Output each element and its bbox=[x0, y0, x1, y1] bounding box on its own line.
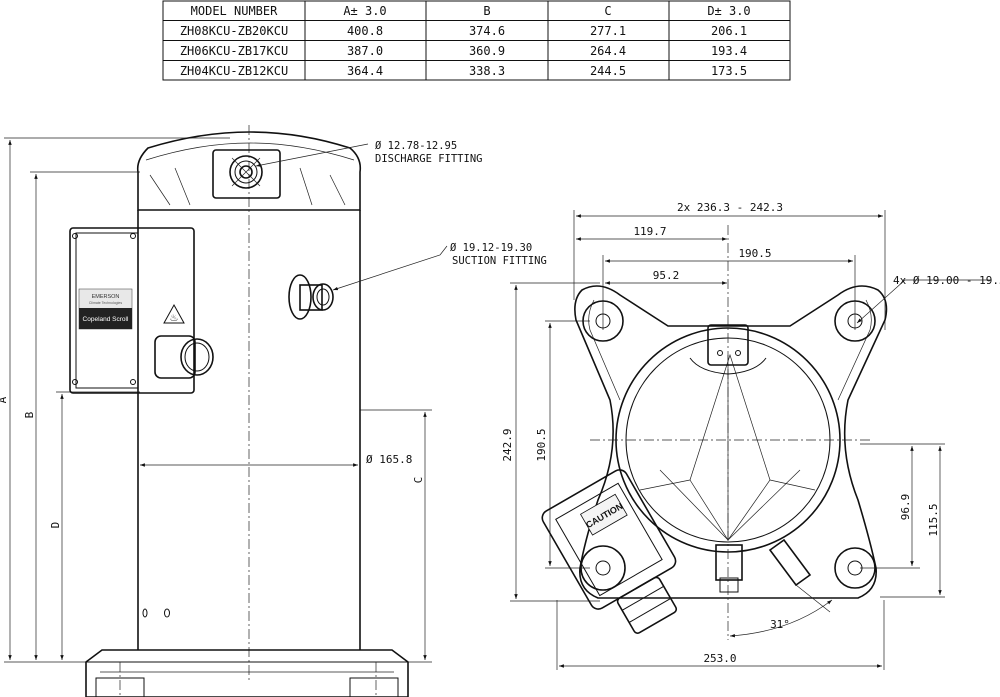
model-table: MODEL NUMBER A± 3.0 B C D± 3.0 ZH08KCU-Z… bbox=[162, 0, 791, 81]
brand-product: Copeland Scroll bbox=[83, 316, 129, 323]
dim-width-holes: 2x 236.3 - 242.3 bbox=[677, 201, 783, 214]
dim-c-label: C bbox=[412, 477, 425, 484]
table-cell: 387.0 bbox=[347, 44, 383, 58]
terminal-box-top: CAUTION bbox=[541, 469, 678, 634]
table-header-c: C bbox=[604, 4, 611, 18]
dim-b-label: B bbox=[23, 411, 36, 418]
table-cell: 400.8 bbox=[347, 24, 383, 38]
top-view: 2x 236.3 - 242.3 119.7 190.5 95.2 242.9 … bbox=[501, 201, 1000, 670]
table-cell: ZH04KCU-ZB12KCU bbox=[180, 64, 288, 78]
side-view: A B D C bbox=[0, 125, 547, 697]
dim-a-label: A bbox=[0, 396, 9, 403]
dim-angle: 31° bbox=[770, 618, 790, 631]
table-cell: ZH08KCU-ZB20KCU bbox=[180, 24, 288, 38]
dim-d-label: D bbox=[49, 522, 62, 529]
table-cell: 277.1 bbox=[590, 24, 626, 38]
table-header-model: MODEL NUMBER bbox=[191, 4, 278, 18]
dim-95: 95.2 bbox=[653, 269, 680, 282]
table-header-a: A± 3.0 bbox=[343, 4, 386, 18]
flame-icon: ♨ bbox=[170, 313, 179, 324]
brand-subtitle: Climate Technologies bbox=[89, 301, 122, 305]
table-cell: ZH06KCU-ZB17KCU bbox=[180, 44, 288, 58]
table-cell: 193.4 bbox=[711, 44, 747, 58]
cable-gland bbox=[154, 335, 196, 379]
table-cell: 374.6 bbox=[469, 24, 505, 38]
brand-emerson: EMERSON bbox=[92, 294, 120, 300]
suction-diameter: Ø 19.12-19.30 bbox=[450, 242, 532, 254]
dim-119: 119.7 bbox=[633, 225, 666, 238]
diameter-165-label: Ø 165.8 bbox=[366, 453, 412, 466]
table-cell: 338.3 bbox=[469, 64, 505, 78]
table-cell: 364.4 bbox=[347, 64, 383, 78]
suction-fitting bbox=[288, 274, 334, 320]
table-cell: 206.1 bbox=[711, 24, 747, 38]
table-cell: 264.4 bbox=[590, 44, 626, 58]
table-cell: 173.5 bbox=[711, 64, 747, 78]
dim-115: 115.5 bbox=[927, 503, 940, 536]
table-header-d: D± 3.0 bbox=[707, 4, 750, 18]
table-cell: 244.5 bbox=[590, 64, 626, 78]
table-header-b: B bbox=[483, 4, 490, 18]
dim-190-horizontal: 190.5 bbox=[738, 247, 771, 260]
terminal-box: EMERSON Climate Technologies Copeland Sc… bbox=[69, 227, 214, 394]
dim-253: 253.0 bbox=[703, 652, 736, 665]
table-cell: 360.9 bbox=[469, 44, 505, 58]
dim-holes: 4x Ø 19.00 - 19.50 bbox=[893, 274, 1000, 287]
suction-label: SUCTION FITTING bbox=[452, 255, 547, 267]
dim-242: 242.9 bbox=[501, 428, 514, 461]
discharge-diameter: Ø 12.78-12.95 bbox=[375, 140, 457, 152]
dim-190-vertical: 190.5 bbox=[535, 428, 548, 461]
discharge-label: DISCHARGE FITTING bbox=[375, 153, 482, 165]
dim-96: 96.9 bbox=[899, 494, 912, 521]
warning-triangle-icon bbox=[163, 303, 185, 324]
